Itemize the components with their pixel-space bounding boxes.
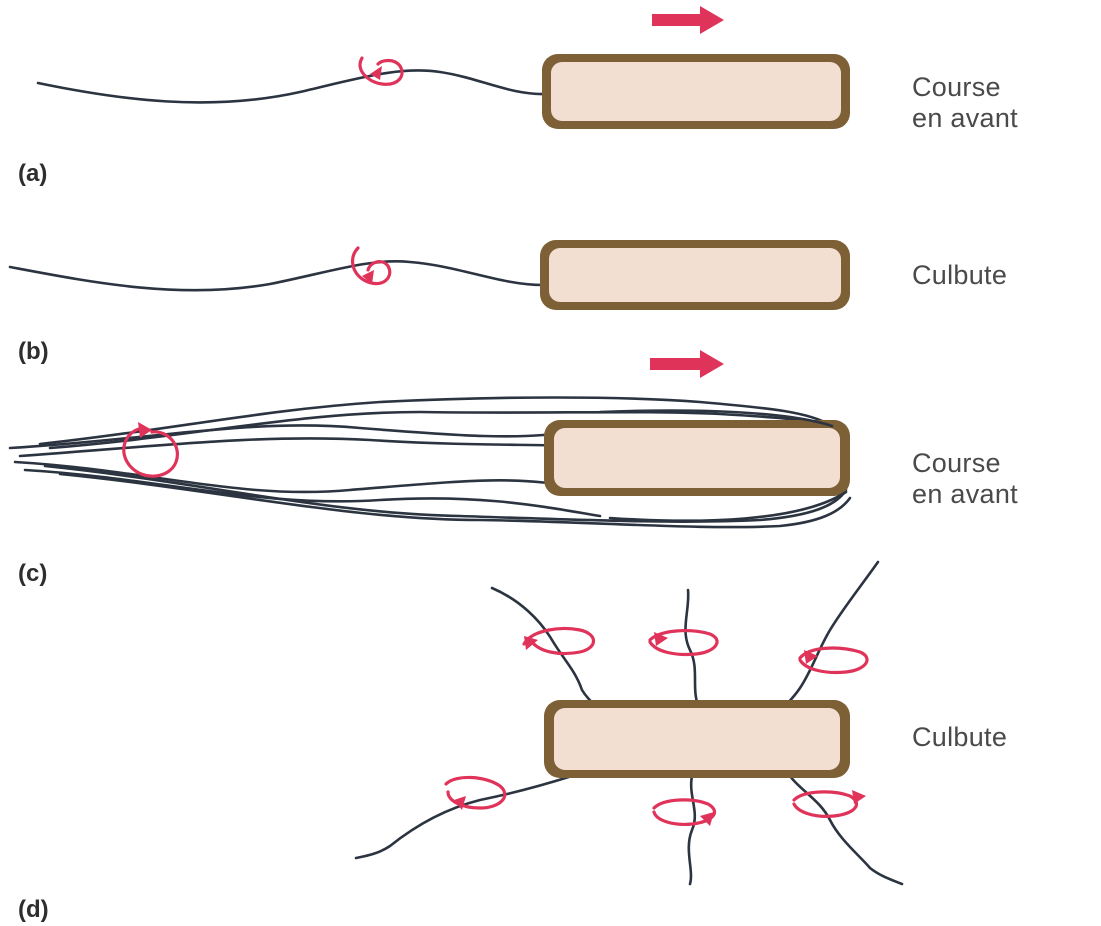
panel-label-a: (a) [18,160,47,188]
caption-a: Course en avant [912,72,1018,134]
flagellum-b [10,261,543,290]
panel-label-b: (b) [18,338,49,366]
flagellum-a [38,70,545,102]
panel-a [38,6,850,129]
caption-d: Culbute [912,722,1007,753]
direction-arrow-c [650,350,724,378]
panel-label-c: (c) [18,560,47,588]
panel-label-d: (d) [18,896,49,924]
panel-d [356,562,902,884]
panel-b [10,240,850,310]
direction-arrow-a [652,6,724,34]
rotation-icon-c [124,422,178,476]
panel-c [10,350,850,527]
caption-b: Culbute [912,260,1007,291]
caption-c: Course en avant [912,448,1018,510]
